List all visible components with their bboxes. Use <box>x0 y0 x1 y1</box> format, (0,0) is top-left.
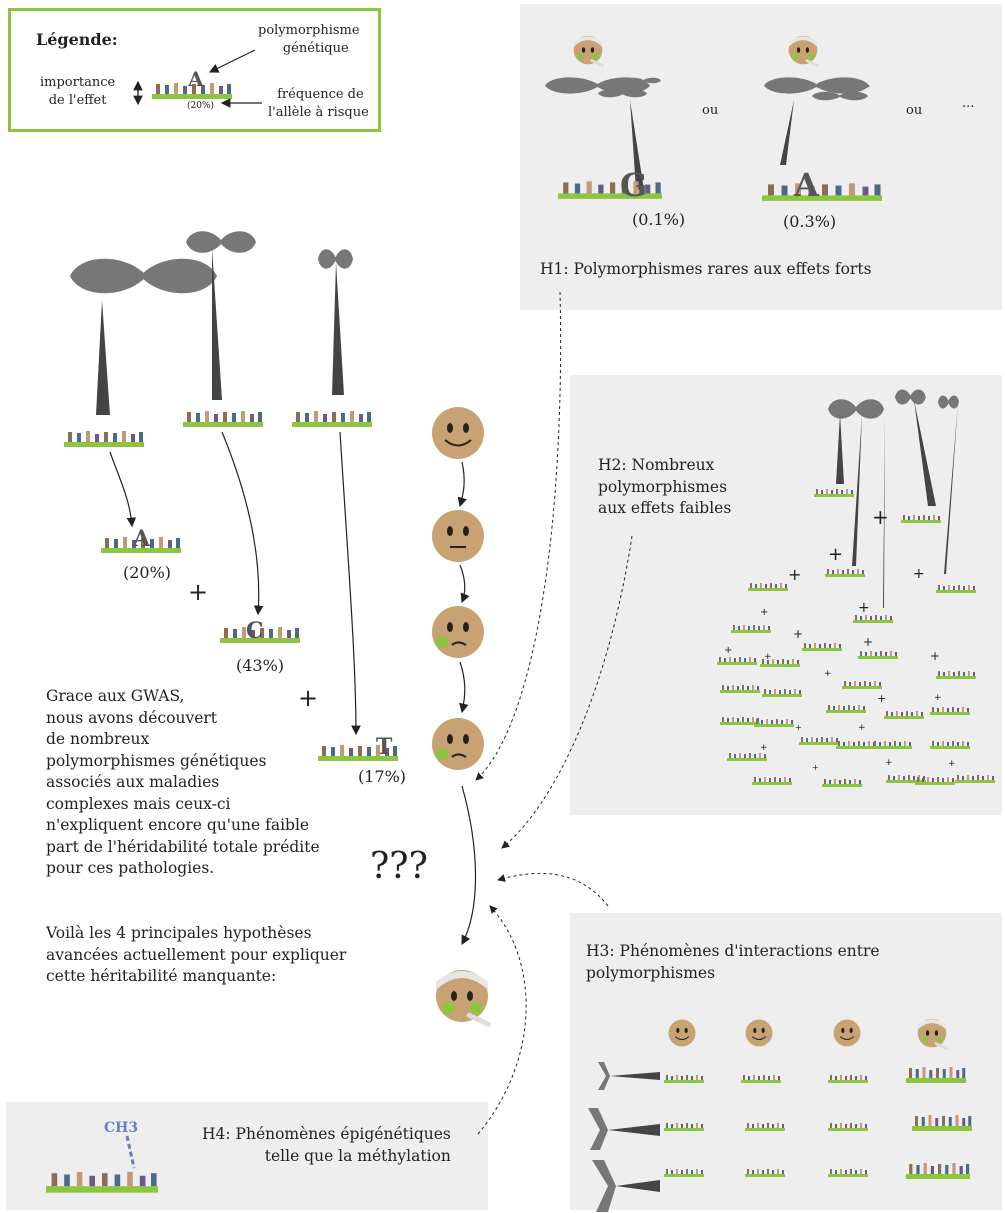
h2-panel <box>570 375 1002 815</box>
h3-chromosomes <box>588 1062 660 1212</box>
h1-or-1: ou <box>702 103 719 118</box>
svg-text:+: + <box>764 652 772 662</box>
svg-text:+: + <box>930 649 940 663</box>
svg-text:+: + <box>858 600 870 616</box>
face-neutral <box>431 509 485 563</box>
h1-ellipsis: ... <box>962 96 975 111</box>
h3-dna-grid <box>664 1067 972 1179</box>
legend-title: Légende: <box>36 30 118 49</box>
main-dna-2 <box>183 411 263 427</box>
svg-text:+: + <box>788 565 801 584</box>
svg-text:+: + <box>858 723 866 733</box>
h1-dna-2 <box>762 183 882 201</box>
face-happy <box>431 406 485 460</box>
legend-example-letter: A <box>187 67 204 91</box>
svg-text:+: + <box>760 743 768 753</box>
svg-text:+: + <box>913 566 925 582</box>
main-letter-t: T <box>376 734 393 760</box>
legend-box <box>8 8 381 132</box>
intro-paragraph: Grace aux GWAS, nous avons découvert de … <box>46 687 320 877</box>
h4-dna <box>46 1171 158 1193</box>
face-sick-2 <box>431 717 485 771</box>
main-dna-1 <box>64 431 144 447</box>
h2-chromosomes <box>828 389 959 608</box>
main-letter-a: A <box>132 526 151 552</box>
main-dna-3 <box>292 411 372 427</box>
svg-text:+: + <box>812 763 819 772</box>
main-freq-c: (43%) <box>236 656 285 675</box>
main-chromosome-2 <box>186 231 256 400</box>
hypotheses-paragraph: Voilà les 4 principales hypothèses avanc… <box>46 924 347 985</box>
main-chromosome-1 <box>70 258 217 415</box>
main-chromosome-3 <box>318 249 353 395</box>
h1-label: H1: Polymorphismes rares aux effets fort… <box>540 260 872 278</box>
main-letter-c: C <box>246 618 264 644</box>
h2-plus-signs: + + + + + + + + + + + + + + + + + + + + <box>724 505 956 772</box>
h1-or-2: ou <box>906 103 923 118</box>
main-freq-a: (20%) <box>123 563 172 582</box>
h1-letter-2: A <box>793 166 820 204</box>
svg-text:+: + <box>877 692 886 705</box>
face-bandaged <box>436 970 492 1028</box>
svg-text:+: + <box>948 759 956 769</box>
main-freq-t: (17%) <box>358 767 407 786</box>
legend-example-pct: (20%) <box>187 101 215 111</box>
svg-text:+: + <box>760 607 768 618</box>
question-marks: ??? <box>370 846 428 887</box>
svg-text:+: + <box>863 635 873 649</box>
svg-text:+: + <box>828 544 843 565</box>
h1-chromosome-2 <box>764 77 870 165</box>
h1-freq-2: (0.3%) <box>783 212 837 231</box>
svg-text:+: + <box>934 693 942 703</box>
h1-face-2 <box>788 35 820 68</box>
h3-faces <box>667 1018 949 1051</box>
h4-ch3: CH3 <box>104 1120 138 1136</box>
svg-text:+: + <box>872 505 889 529</box>
main-plus-2: + <box>298 684 319 712</box>
h1-face-1 <box>573 35 605 68</box>
h1-chromosome-1 <box>545 77 661 190</box>
svg-text:+: + <box>885 758 893 768</box>
face-sick-1 <box>431 605 485 659</box>
h1-freq-1: (0.1%) <box>632 210 686 229</box>
h1-letter-1: G <box>620 166 647 204</box>
svg-text:+: + <box>793 627 803 641</box>
h4-methyl-link <box>125 1135 136 1169</box>
svg-text:+: + <box>824 669 832 679</box>
svg-text:+: + <box>724 645 732 656</box>
svg-text:+: + <box>795 723 802 732</box>
main-plus-1: + <box>188 578 209 606</box>
h3-panel <box>570 913 1002 1210</box>
